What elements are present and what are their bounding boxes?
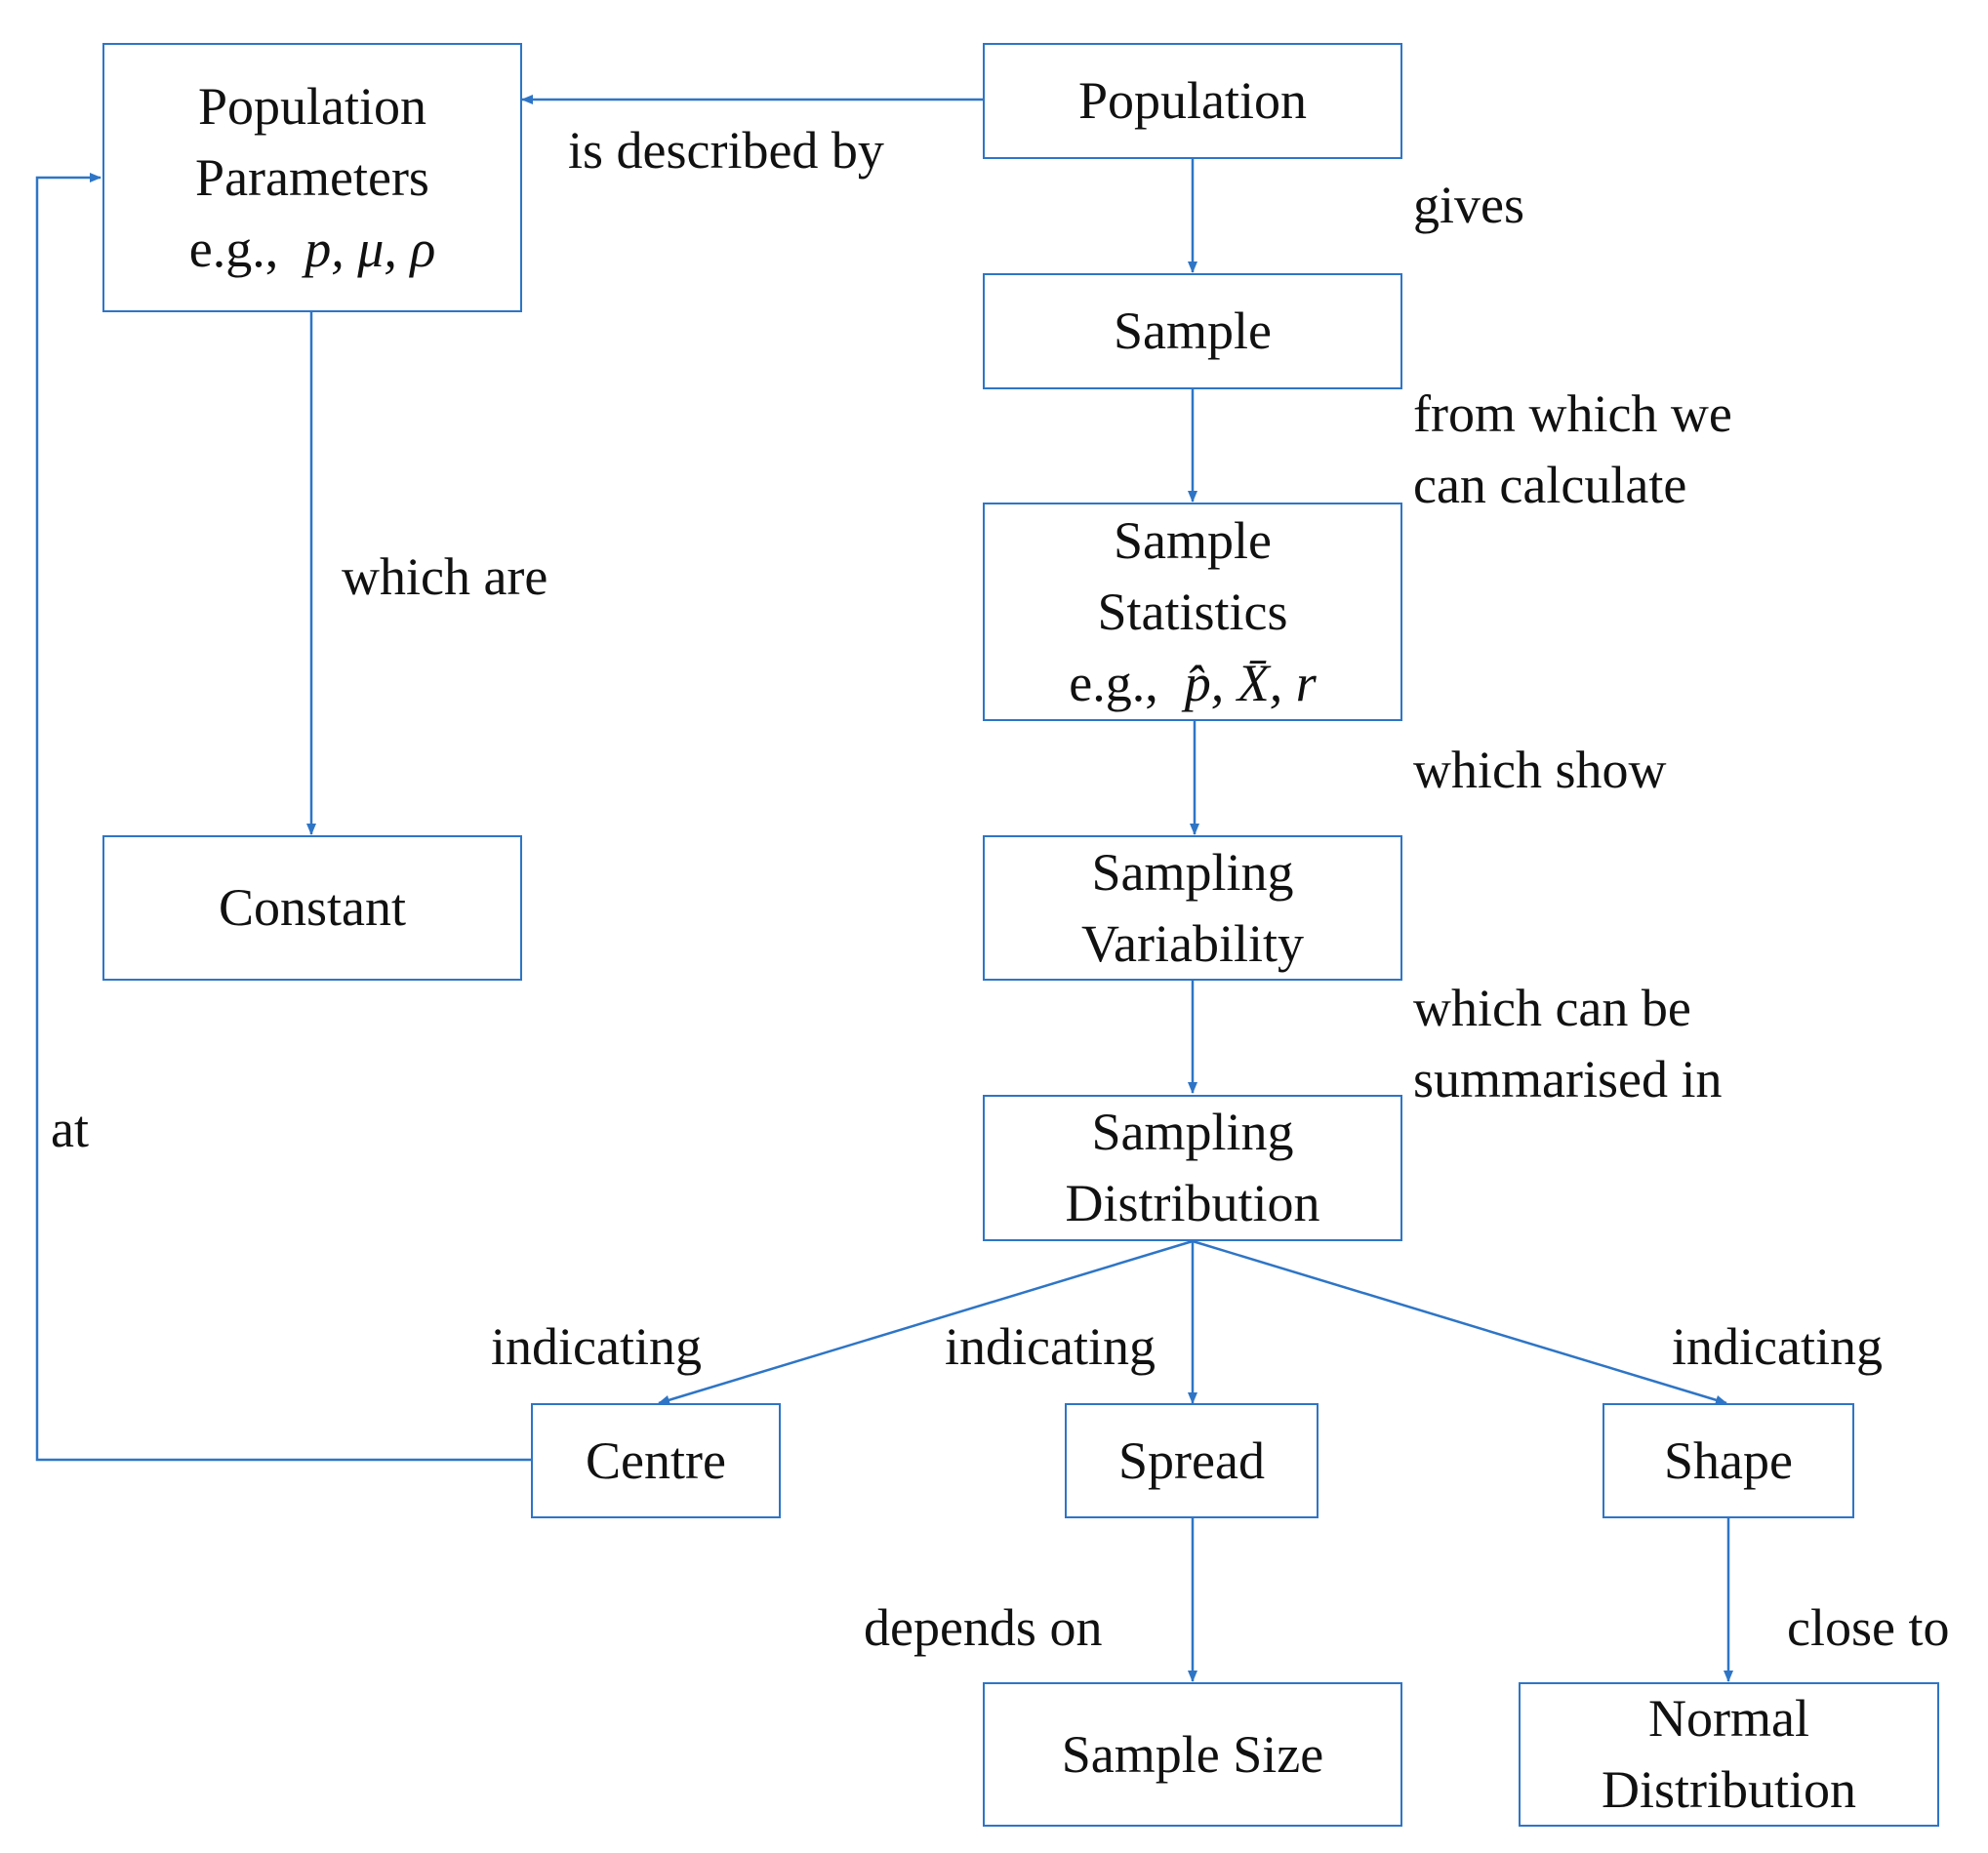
population-node: Population [983, 43, 1402, 159]
sampling-variability-line-1: Sampling [1091, 842, 1294, 902]
sample-label: Sample [1114, 302, 1272, 360]
edge-label-summarised: which can be summarised in [1413, 973, 1722, 1115]
constant-label: Constant [218, 878, 406, 937]
edge-label-gives: gives [1413, 176, 1524, 234]
sampling-variability-node: Sampling Variability [983, 835, 1402, 981]
population-parameters-symbols: p, μ, ρ [304, 219, 436, 278]
shape-node: Shape [1603, 1403, 1854, 1518]
edge-label-described-by: is described by [568, 121, 884, 180]
population-parameters-line-1: Population [197, 76, 426, 136]
edge-label-at: at [51, 1100, 89, 1158]
sample-statistics-line-2: Statistics [1097, 582, 1288, 641]
shape-label: Shape [1664, 1430, 1793, 1490]
sampling-distribution-line-2: Distribution [1065, 1174, 1320, 1232]
edge-label-indicating-centre: indicating [491, 1317, 702, 1376]
edge-label-calculate-line-2: can calculate [1413, 456, 1687, 514]
constant-node: Constant [102, 835, 522, 981]
sample-size-node: Sample Size [983, 1682, 1402, 1827]
population-parameters-example: e.g., p, μ, ρ [189, 214, 436, 285]
normal-distribution-line-2: Distribution [1601, 1760, 1856, 1819]
sample-node: Sample [983, 273, 1402, 389]
edge-label-close-to: close to [1787, 1598, 1950, 1657]
sampling-distribution-node: Sampling Distribution [983, 1095, 1402, 1241]
edge-label-indicating-spread: indicating [945, 1317, 1156, 1376]
population-label: Population [1077, 71, 1307, 130]
population-parameters-line-2: Parameters [195, 147, 429, 207]
edge-label-show: which show [1413, 741, 1667, 799]
normal-distribution-node: Normal Distribution [1519, 1682, 1939, 1827]
spread-label: Spread [1118, 1430, 1265, 1490]
edge-label-summarised-line-1: which can be [1413, 979, 1691, 1037]
sample-statistics-example: e.g., p̂, X̄, r [1069, 648, 1316, 719]
edge-label-summarised-line-2: summarised in [1413, 1050, 1723, 1108]
edge-label-calculate-line-1: from which we [1413, 384, 1732, 443]
sample-size-label: Sample Size [1061, 1724, 1324, 1784]
edge-distribution-to-centre [658, 1239, 1194, 1405]
edge-label-indicating-shape: indicating [1672, 1317, 1883, 1376]
edge-distribution-to-shape [1192, 1239, 1727, 1405]
edge-label-which-are: which are [342, 547, 548, 606]
sample-statistics-node: Sample Statistics e.g., p̂, X̄, r [983, 503, 1402, 721]
edge-label-depends-on: depends on [864, 1598, 1103, 1657]
sampling-variability-line-2: Variability [1081, 913, 1304, 973]
sample-statistics-example-prefix: e.g., [1069, 653, 1158, 712]
spread-node: Spread [1065, 1403, 1319, 1518]
sample-statistics-symbols: p̂, X̄, r [1184, 653, 1317, 712]
centre-label: Centre [586, 1430, 726, 1490]
centre-node: Centre [531, 1403, 781, 1518]
sampling-distribution-line-1: Sampling [1091, 1103, 1294, 1161]
normal-distribution-line-1: Normal [1648, 1689, 1809, 1748]
edge-centre-to-parameters [35, 173, 531, 1462]
sample-statistics-line-1: Sample [1114, 510, 1272, 570]
edge-label-calculate: from which we can calculate [1413, 379, 1732, 521]
population-parameters-example-prefix: e.g., [188, 219, 279, 278]
population-parameters-node: Population Parameters e.g., p, μ, ρ [102, 43, 522, 312]
